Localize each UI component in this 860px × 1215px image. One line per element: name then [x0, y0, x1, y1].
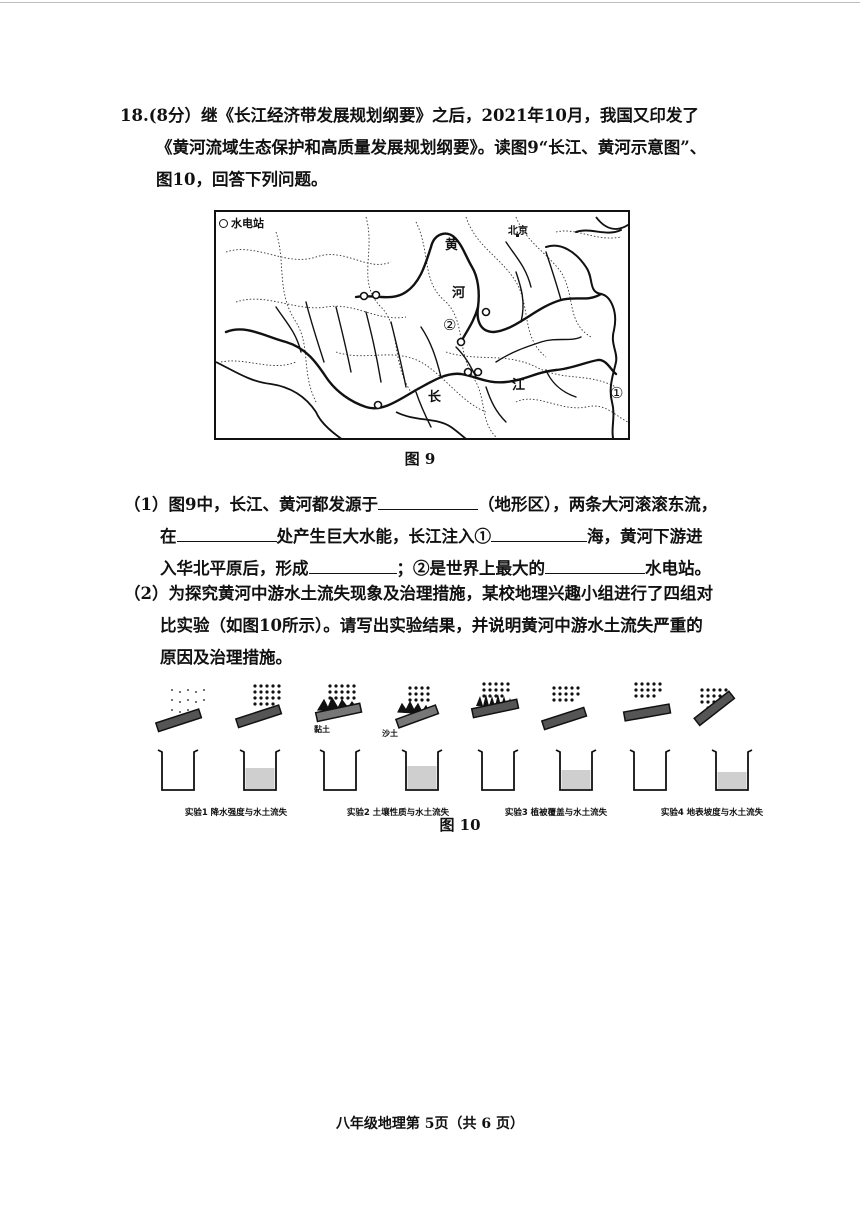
- experiment-4-caption: 实验4 地表坡度与水土流失: [660, 808, 764, 818]
- legend-label: 水电站: [231, 217, 264, 230]
- map-marker-2: ②: [443, 316, 457, 334]
- figure-10-caption: 图 10: [439, 816, 481, 834]
- map-legend: 水电站: [219, 215, 264, 231]
- answer-blank-2[interactable]: [176, 523, 277, 542]
- question-stem: 18.(8分）继《长江经济带发展规划纲要》之后，2021年10月，我国又印发了 …: [120, 100, 750, 196]
- page-footer: 八年级地理第 5页（共 6 页）: [335, 1116, 525, 1132]
- experiment-1-caption: 实验1 降水强度与水土流失: [184, 808, 288, 818]
- experiment-4: 实验4 地表坡度与水土流失: [622, 678, 794, 818]
- experiment-1-drawing: [154, 684, 283, 791]
- question-line-1: 18.(8分）继《长江经济带发展规划纲要》之后，2021年10月，我国又印发了: [120, 106, 699, 125]
- experiment-3-caption: 实验3 植被覆盖与水土流失: [504, 808, 608, 818]
- experiment-2-caption: 实验2 土壤性质与水土流失: [346, 808, 450, 818]
- answer-blank-1[interactable]: [377, 491, 478, 510]
- question-number: 18.: [120, 106, 149, 125]
- map-marker-1: ①: [610, 384, 624, 402]
- figure-9-caption: 图 9: [404, 450, 436, 468]
- map-label-chang: 长: [428, 390, 442, 405]
- experiment-3: 实验3 植被覆盖与水土流失: [470, 678, 642, 818]
- part-2-line-2: 比实验（如图10所示）。请写出实验结果，并说明黄河中游水土流失严重的: [160, 616, 703, 635]
- top-border-line: [0, 2, 860, 3]
- part-2-line-3: 原因及治理措施。: [160, 648, 292, 667]
- map-label-he: 河: [452, 286, 466, 301]
- map-label-jiang: 江: [512, 378, 526, 393]
- part-1-line-1: （1）图9中，长江、黄河都发源于（地形区），两条大河滚滚东流，: [124, 489, 764, 521]
- part-2: （2）为探究黄河中游水土流失现象及治理措施，某校地理兴趣小组进行了四组对 比实验…: [124, 578, 764, 674]
- part-1-line-3: 入华北平原后，形成；②是世界上最大的水电站。: [124, 553, 764, 585]
- part-1: （1）图9中，长江、黄河都发源于（地形区），两条大河滚滚东流， 在处产生巨大水能…: [124, 489, 764, 585]
- hydropower-station-symbol-icon: [219, 218, 228, 228]
- map-label-beijing: 北京: [508, 226, 528, 237]
- experiment-1: 实验1 降水强度与水土流失: [150, 678, 322, 818]
- soil-label-clay: 黏土: [314, 725, 330, 734]
- experiment-2-drawing: [314, 684, 443, 791]
- answer-blank-5[interactable]: [545, 555, 645, 574]
- experiment-3-drawing: [470, 682, 597, 791]
- soil-label-sand: 沙土: [382, 729, 398, 738]
- map-label-huang: 黄: [445, 238, 459, 253]
- answer-blank-3[interactable]: [491, 523, 587, 542]
- question-line-3: 图10，回答下列问题。: [156, 170, 328, 189]
- part-2-line-1: （2）为探究黄河中游水土流失现象及治理措施，某校地理兴趣小组进行了四组对: [124, 584, 713, 603]
- answer-blank-4[interactable]: [308, 555, 397, 574]
- experiment-4-drawing: [622, 682, 753, 791]
- question-line-2: 《黄河流域生态保护和高质量发展规划纲要》。读图9“长江、黄河示意图”、: [156, 138, 707, 157]
- yangtze-yellow-river-map: 水电站 黄 河 北京 长 江 ① ②: [214, 210, 630, 440]
- map-drawing: [216, 216, 628, 438]
- experiment-2: 黏土 沙土 实验2 土壤性质与水土流失: [312, 678, 484, 818]
